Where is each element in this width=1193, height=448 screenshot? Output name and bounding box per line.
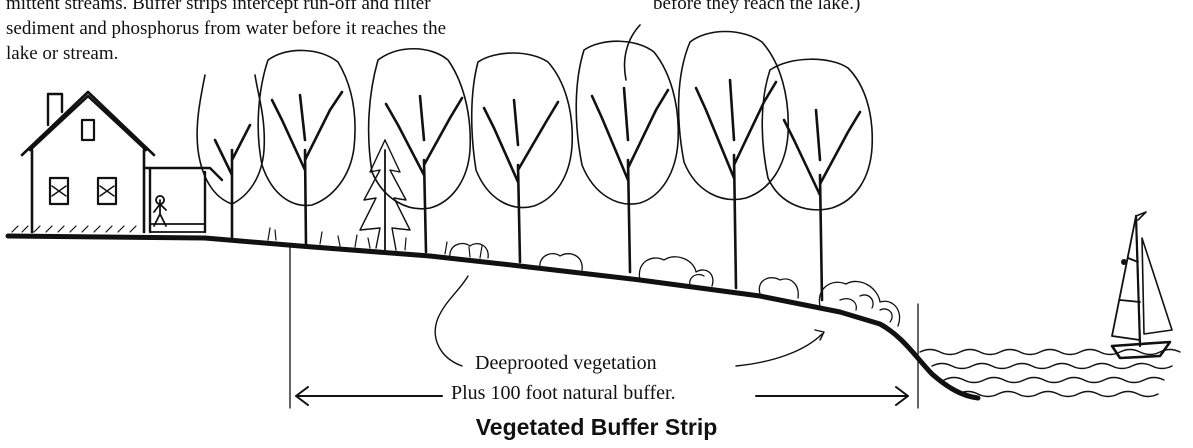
porch-steps bbox=[150, 224, 205, 232]
house-wall bbox=[32, 150, 144, 232]
boat-mainsail bbox=[1112, 216, 1140, 340]
tree-trunk bbox=[484, 100, 558, 262]
tree-crown bbox=[472, 53, 573, 208]
buffer-arrow-right bbox=[756, 387, 908, 405]
tree-crown bbox=[625, 25, 640, 80]
tree-trunk bbox=[696, 80, 776, 288]
tree-trunk bbox=[215, 125, 250, 240]
evergreen-tree bbox=[360, 140, 410, 250]
buffer-label: Plus 100 foot natural buffer. bbox=[446, 382, 681, 405]
person-figure bbox=[154, 196, 166, 226]
sailboat bbox=[1112, 212, 1172, 358]
tree-trunk bbox=[592, 88, 668, 272]
tree-trunk bbox=[272, 92, 342, 246]
tree-crowns bbox=[197, 25, 872, 210]
boat-jib bbox=[1142, 238, 1172, 334]
house-window bbox=[82, 120, 94, 140]
diagram-caption: Vegetated Buffer Strip bbox=[0, 414, 1193, 441]
shrub bbox=[690, 274, 704, 286]
sail-emblem bbox=[1121, 259, 1127, 265]
house-roof bbox=[22, 92, 154, 155]
buffer-arrow-left bbox=[296, 387, 442, 405]
lawn-texture bbox=[12, 226, 136, 232]
vegetation-pointer-left bbox=[435, 276, 468, 366]
vegetation-label: Deeprooted vegetation bbox=[470, 352, 662, 375]
tree-crown bbox=[369, 49, 471, 209]
house bbox=[22, 92, 222, 232]
boat-flag bbox=[1136, 212, 1146, 220]
vegetation-pointer-right bbox=[736, 330, 824, 366]
